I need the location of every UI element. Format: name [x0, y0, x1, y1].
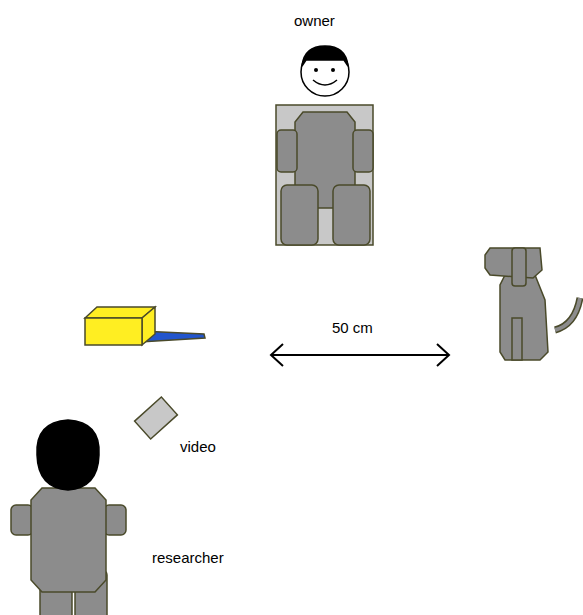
dog-figure [485, 248, 580, 360]
distance-arrow [271, 344, 449, 366]
video-camera [135, 397, 178, 439]
device-label: video [180, 438, 216, 456]
researcher-figure [11, 420, 126, 615]
box-toy [85, 307, 205, 345]
person-label: researcher [152, 549, 224, 567]
person-label: owner [294, 12, 335, 30]
owner-figure [276, 46, 373, 245]
dimension-label: 50 cm [332, 319, 373, 337]
